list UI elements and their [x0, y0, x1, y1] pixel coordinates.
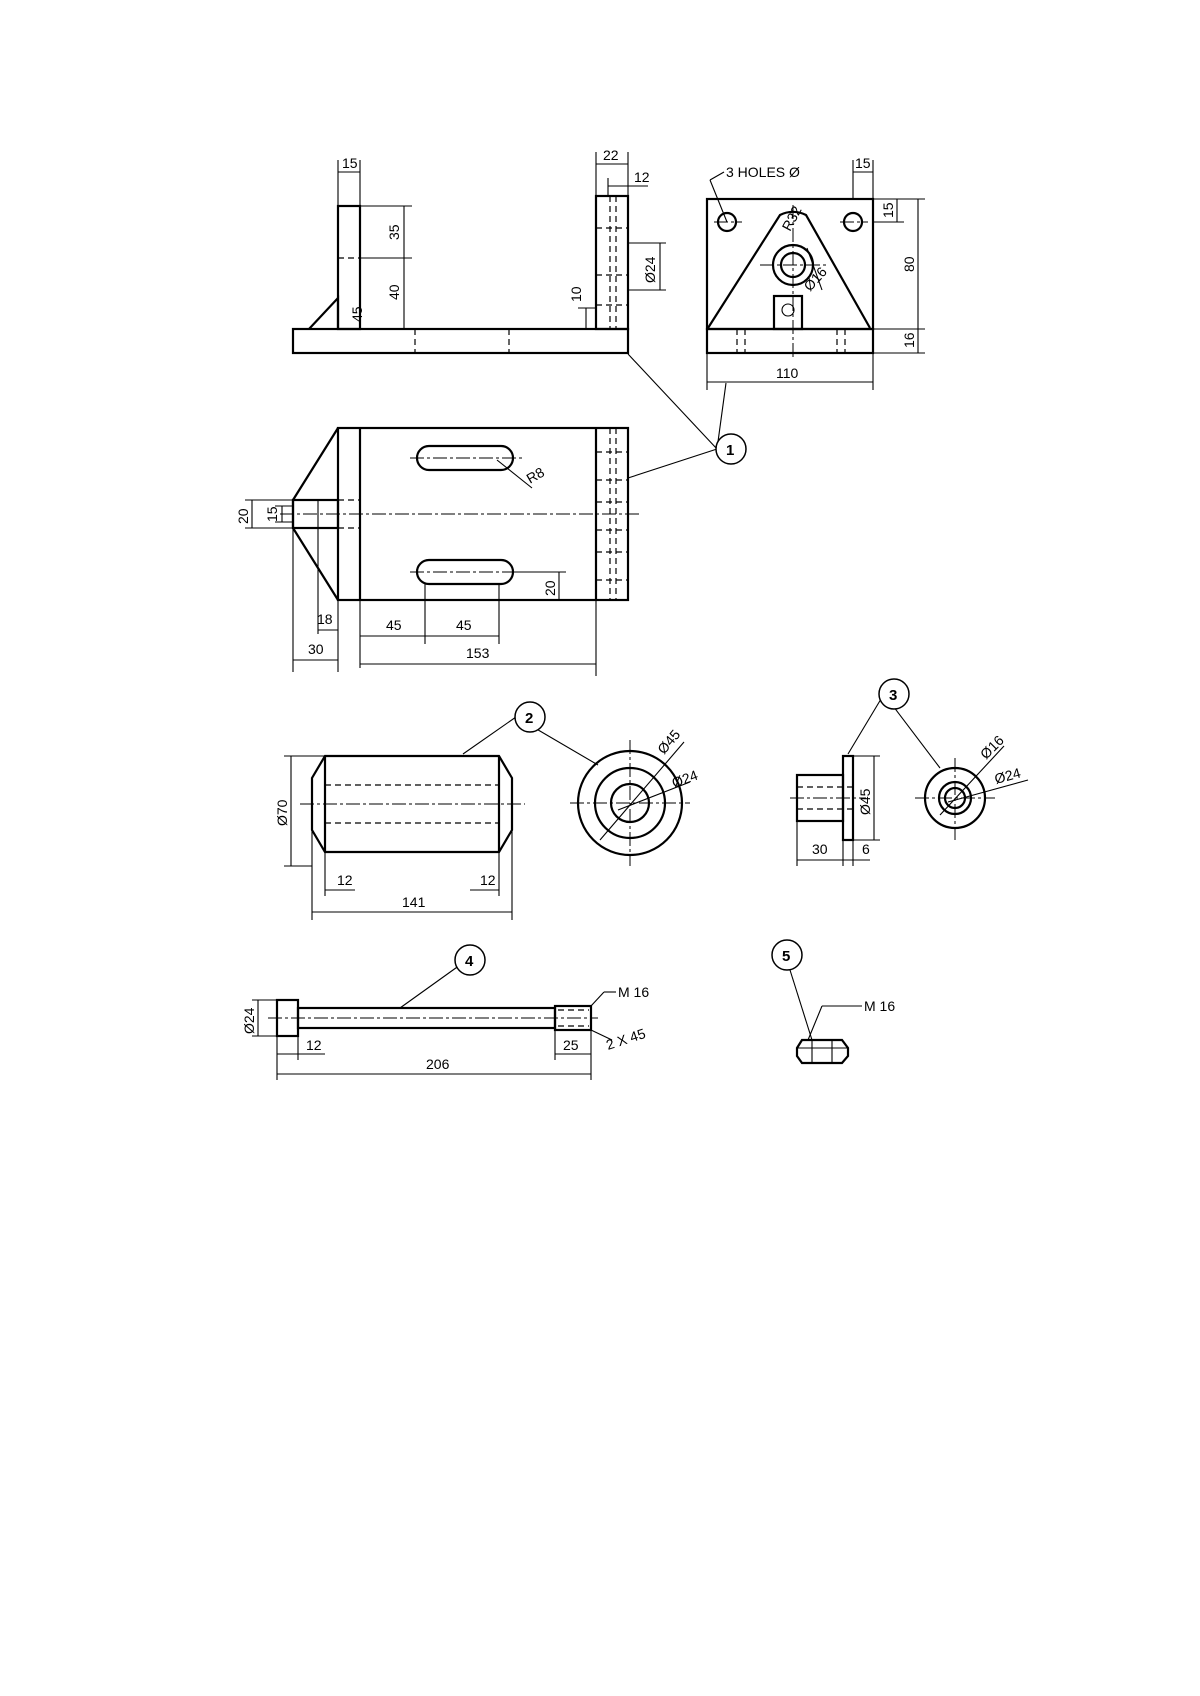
part1-front-view: 15 22 12 35 40 45 Ø24 10	[291, 147, 666, 355]
p4-thread-note: M 16	[618, 984, 649, 1000]
p1-front-dim-15: 15	[342, 155, 358, 171]
part2-views: Ø70 12 12 141 Ø45 Ø24	[274, 726, 700, 920]
p4-dim-dia24: Ø24	[241, 1007, 257, 1034]
p2-dim-dia45: Ø45	[654, 726, 683, 757]
p5-thread-note: M 16	[864, 998, 895, 1014]
p1-plan-dim-20b: 20	[542, 580, 558, 596]
p4-dim-12: 12	[306, 1037, 322, 1053]
p1-plan-dim-45a: 45	[386, 617, 402, 633]
p1-front-dim-dia24: Ø24	[642, 256, 658, 283]
p1-plan-dim-18: 18	[317, 611, 333, 627]
p1-side-dim-80: 80	[901, 256, 917, 272]
p1-side-dim-15-top: 15	[855, 155, 871, 171]
p1-front-dim-45: 45	[349, 306, 365, 322]
balloon-1: 1	[627, 353, 747, 479]
p1-side-radius: R32	[779, 203, 805, 233]
p3-dim-dia45: Ø45	[857, 788, 873, 815]
balloon-1-label: 1	[726, 442, 734, 459]
p1-front-dim-10: 10	[568, 286, 584, 302]
p1-plan-dim-153: 153	[466, 645, 490, 661]
part1-side-view: 3 HOLES Ø 15 15 80 16 110 R32 Ø16	[705, 155, 925, 390]
p4-chamfer-note: 2 X 45	[604, 1025, 648, 1053]
balloon-3: 3	[847, 678, 941, 769]
p1-plan-dim-30: 30	[308, 641, 324, 657]
part3-views: Ø45 30 6 Ø16 Ø24	[790, 732, 1029, 866]
p2-dim-dia24: Ø24	[670, 767, 701, 791]
p1-front-dim-40: 40	[386, 284, 402, 300]
p3-dim-dia16: Ø16	[977, 732, 1007, 762]
balloon-3-label: 3	[889, 687, 897, 704]
p1-front-dim-35: 35	[386, 224, 402, 240]
p2-dim-12b: 12	[480, 872, 496, 888]
p1-side-dim-15-right: 15	[880, 202, 896, 218]
part4-view: Ø24 12 25 206 M 16 2 X 45	[241, 984, 649, 1080]
p2-dim-141: 141	[402, 894, 426, 910]
balloon-4-label: 4	[465, 953, 474, 970]
balloon-2-label: 2	[525, 710, 533, 727]
p1-front-dim-12: 12	[634, 169, 650, 185]
p1-plan-r8: R8	[524, 464, 548, 487]
balloon-2: 2	[462, 701, 599, 766]
p1-plan-dim-45b: 45	[456, 617, 472, 633]
p4-dim-25: 25	[563, 1037, 579, 1053]
p3-dim-dia24: Ø24	[993, 765, 1023, 787]
balloon-5: 5	[771, 939, 813, 1041]
balloon-4: 4	[399, 944, 486, 1009]
balloon-5-label: 5	[782, 948, 790, 965]
part5-view: M 16	[795, 998, 895, 1065]
p2-dim-12a: 12	[337, 872, 353, 888]
p4-dim-206: 206	[426, 1056, 450, 1072]
p1-plan-dim-20: 20	[235, 508, 251, 524]
p3-dim-30: 30	[812, 841, 828, 857]
p1-side-holes-note: 3 HOLES Ø	[726, 164, 800, 180]
p2-dim-dia70: Ø70	[274, 799, 290, 826]
p3-dim-6: 6	[862, 841, 870, 857]
p1-plan-dim-15: 15	[264, 506, 280, 522]
p1-side-dim-110: 110	[776, 365, 799, 381]
part1-plan-view: R8 20 15 18 30 45 45 153 20	[235, 426, 640, 676]
p1-side-dim-16: 16	[901, 332, 917, 348]
p1-front-dim-22: 22	[603, 147, 619, 163]
